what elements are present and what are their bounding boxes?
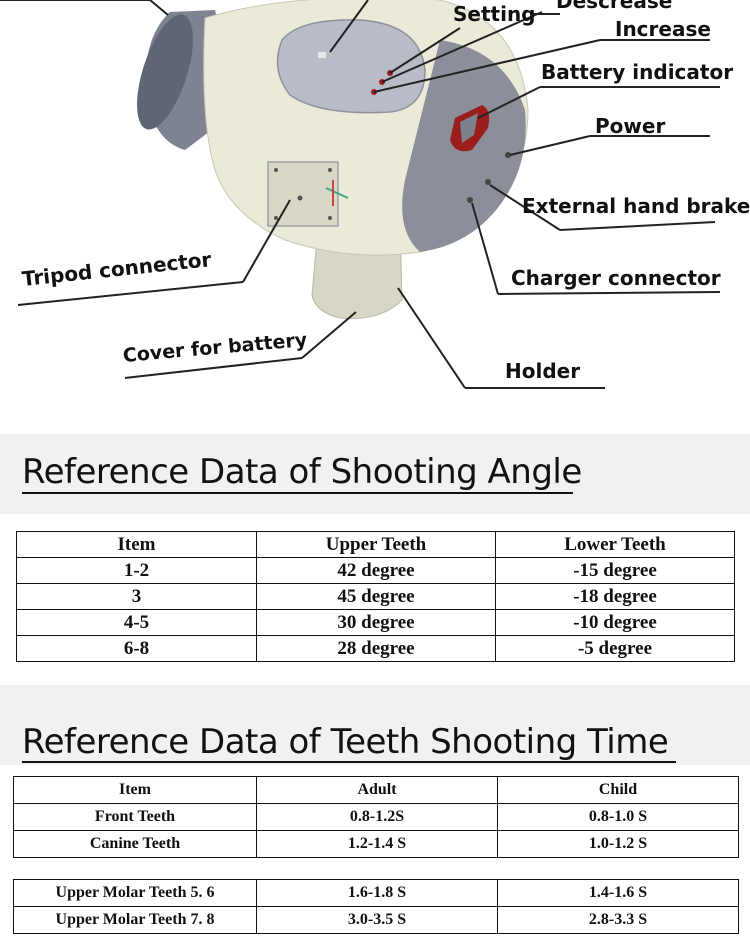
cell-upper: 30 degree [256,609,496,636]
angle-section-title: Reference Data of Shooting Angle [22,452,582,492]
cell-upper: 42 degree [256,557,496,584]
time-section-title: Reference Data of Teeth Shooting Time [22,722,669,762]
cell-item: 6-8 [16,635,257,662]
cell-adult: 1.6-1.8 S [256,879,498,907]
header-adult: Adult [256,776,498,804]
tripod-plate [267,161,339,227]
angle-section-header: Reference Data of Shooting Angle [0,434,750,514]
control-panel [276,19,426,114]
header-item: Item [13,776,257,804]
label-external-hand-brake: External hand brake [522,194,750,218]
header-child: Child [497,776,739,804]
cell-child: 1.0-1.2 S [497,830,739,858]
angle-title-underline [22,492,573,494]
cell-upper: 28 degree [256,635,496,662]
table-row: Upper Molar Teeth 7. 8 3.0-3.5 S 2.8-3.3… [13,906,739,934]
cell-lower: -18 degree [495,583,735,610]
label-battery-indicator: Battery indicator [541,60,734,84]
table-row: 1-2 42 degree -15 degree [16,557,735,584]
cell-item: 3 [16,583,257,610]
table-row: 6-8 28 degree -5 degree [16,635,735,662]
cell-adult: 0.8-1.2S [256,803,498,831]
cell-item: Front Teeth [13,803,257,831]
label-holder: Holder [505,359,581,383]
shooting-time-table: Item Adult Child Front Teeth 0.8-1.2S 0.… [13,776,739,858]
cell-adult: 3.0-3.5 S [256,906,498,934]
cell-item: 1-2 [16,557,257,584]
table-row: 3 45 degree -18 degree [16,583,735,610]
cell-child: 0.8-1.0 S [497,803,739,831]
table-row: Front Teeth 0.8-1.2S 0.8-1.0 S [13,803,739,831]
table-row: 4-5 30 degree -10 degree [16,609,735,636]
label-descrease: Descrease [556,0,673,13]
table-row: Upper Molar Teeth 5. 6 1.6-1.8 S 1.4-1.6… [13,879,739,907]
cell-item: Upper Molar Teeth 7. 8 [13,906,257,934]
cell-item: Canine Teeth [13,830,257,858]
label-increase: Increase [615,17,711,41]
label-setting: Setting [453,2,536,26]
shooting-angle-table: Item Upper Teeth Lower Teeth 1-2 42 degr… [16,531,735,662]
xray-device-illustration [0,0,721,389]
cell-upper: 45 degree [256,583,496,610]
cell-lower: -15 degree [495,557,735,584]
cell-child: 2.8-3.3 S [497,906,739,934]
time-title-underline [22,761,676,763]
cell-item: Upper Molar Teeth 5. 6 [13,879,257,907]
device-diagram: Setting Descrease Increase Battery indic… [0,0,750,432]
table-header-row: Item Adult Child [13,776,739,804]
cell-child: 1.4-1.6 S [497,879,739,907]
header-lower-teeth: Lower Teeth [495,531,735,558]
cell-item: 4-5 [16,609,257,636]
cell-lower: -10 degree [495,609,735,636]
cell-lower: -5 degree [495,635,735,662]
table-header-row: Item Upper Teeth Lower Teeth [16,531,735,558]
shooting-time-table-molar: Upper Molar Teeth 5. 6 1.6-1.8 S 1.4-1.6… [13,879,739,934]
header-upper-teeth: Upper Teeth [256,531,496,558]
label-power: Power [595,114,666,138]
header-item: Item [16,531,257,558]
cell-adult: 1.2-1.4 S [256,830,498,858]
time-section-header: Reference Data of Teeth Shooting Time [0,685,750,765]
label-charger-connector: Charger connector [511,266,721,290]
table-row: Canine Teeth 1.2-1.4 S 1.0-1.2 S [13,830,739,858]
